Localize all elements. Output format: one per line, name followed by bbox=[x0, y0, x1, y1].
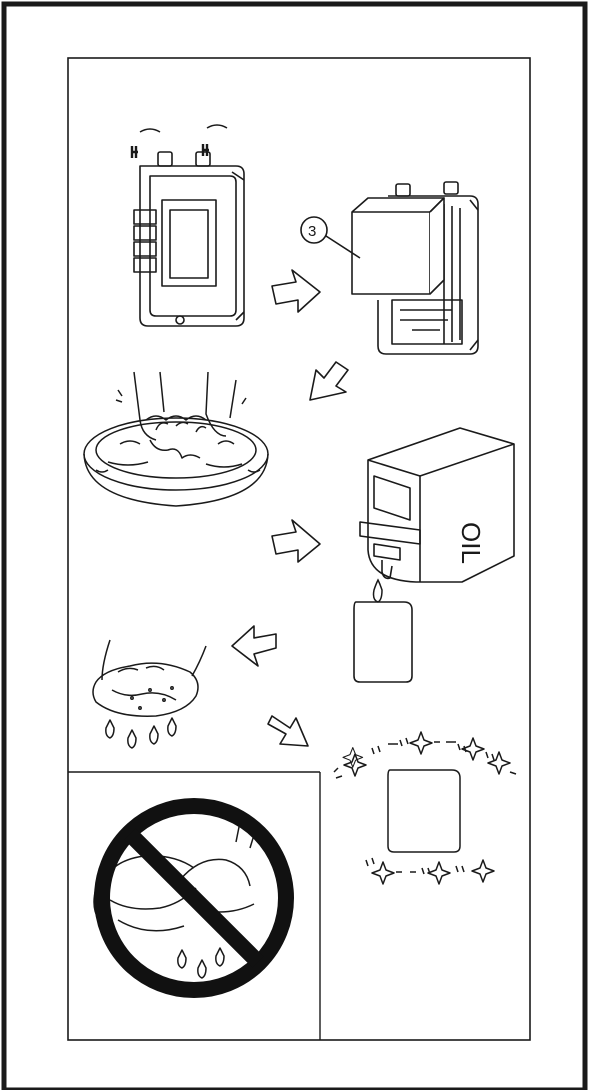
oil-drop-icon bbox=[374, 580, 383, 602]
squeezing-sponge-icon bbox=[93, 640, 206, 748]
arrow-down-left-icon bbox=[310, 362, 348, 400]
arrow-right-icon bbox=[272, 520, 320, 562]
oil-label: OIL bbox=[456, 522, 486, 564]
filter-removed-icon bbox=[301, 182, 478, 354]
arrow-left-icon bbox=[232, 626, 276, 666]
arrow-down-right-icon bbox=[268, 716, 308, 746]
washing-in-basin-icon bbox=[84, 372, 268, 506]
unit-with-tabs-icon bbox=[132, 125, 244, 326]
filter-pad-icon bbox=[354, 602, 412, 682]
callout-number: 3 bbox=[308, 223, 316, 240]
no-wringing-prohibition-icon bbox=[94, 806, 286, 990]
arrow-right-icon bbox=[272, 270, 320, 312]
oil-dispenser-icon bbox=[360, 428, 514, 582]
clean-filter-sparkle-icon bbox=[334, 732, 516, 884]
